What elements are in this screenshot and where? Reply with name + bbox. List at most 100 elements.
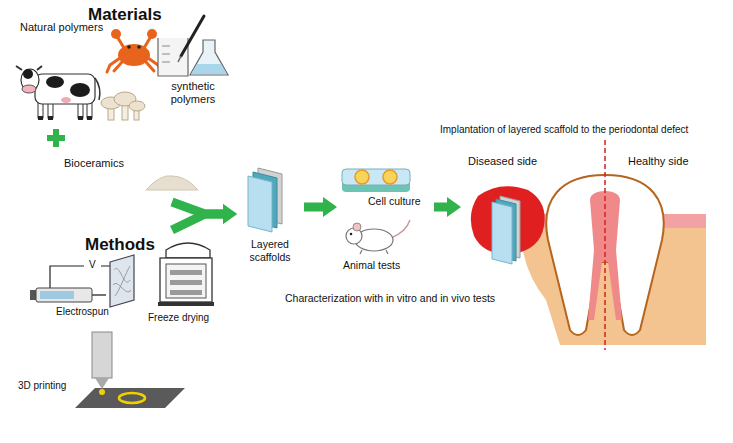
labware-figure-part [190, 40, 228, 75]
crab-figure-part [127, 45, 131, 49]
printer-figure-part [119, 393, 145, 403]
printer-figure-part [75, 388, 185, 408]
flow-arrow [304, 197, 337, 217]
freeze-dryer-figure-part [158, 302, 214, 306]
tooth-figure-part [492, 202, 512, 264]
method-group: MethodsElectrospunFreeze drying 3D printi… [5, 230, 235, 438]
method-item: 3D printing [12, 328, 187, 428]
powder-figure [146, 176, 198, 190]
scaffold-figure-part [248, 176, 272, 232]
node-label: Methods [85, 235, 155, 255]
mushroom-figure-part [129, 101, 145, 111]
crab-figure-part [146, 62, 154, 71]
electrospinning-figure-part [36, 288, 92, 302]
cow-figure-part [70, 83, 90, 97]
freeze-dryer-figure-part [170, 280, 202, 285]
labware-figure-part [158, 38, 188, 76]
cow-figure [16, 66, 100, 120]
freeze-dryer-figure [158, 243, 214, 306]
cow-figure-part [61, 97, 71, 103]
test-group: Characterization with in vitro and in vi… [338, 164, 434, 276]
culture-plate-figure [342, 169, 410, 192]
side-label: Diseased side [468, 155, 537, 168]
culture-plate-figure-part [383, 170, 397, 184]
printer-figure-part [99, 389, 105, 395]
labware-figure-part [178, 56, 181, 62]
cow-figure-part [23, 69, 33, 79]
arrow-head [447, 197, 461, 217]
side-label: Healthy side [628, 155, 689, 168]
test-item: Cell culture [341, 166, 433, 210]
freeze-dryer-figure-part [170, 290, 202, 295]
plus-sign-part [53, 129, 59, 147]
culture-plate-figure-part [342, 169, 410, 185]
freeze-dryer-figure-part [166, 243, 210, 258]
culture-plate-figure-part [355, 170, 369, 184]
node-label: Natural polymers [20, 21, 103, 34]
scaffold-node: Layered scaffolds [238, 160, 304, 268]
arrow-shaft [304, 203, 325, 212]
voltage-label: V [89, 259, 96, 271]
arrow-shaft [434, 203, 449, 212]
electrospinning-figure-part [110, 255, 134, 307]
crab-figure-part [111, 29, 121, 39]
arrow-shaft [172, 214, 225, 230]
freeze-dryer-figure-part [160, 258, 212, 302]
node-label: Electrospun [56, 306, 109, 318]
method-item: Electrospun [28, 252, 148, 324]
node-label: Animal tests [343, 259, 400, 272]
printer-figure-part [95, 378, 109, 389]
tooth-figure [471, 140, 706, 350]
crab-figure-part [118, 44, 150, 66]
tooth-figure-part [604, 140, 606, 350]
scaffold-figure [248, 168, 282, 232]
label-holder: Healthy side [628, 155, 689, 168]
mouse-figure-part [360, 250, 388, 254]
flow-arrow [434, 197, 461, 217]
crab-figure [107, 29, 161, 72]
electrospinning-figure-part [92, 294, 106, 296]
crab-figure-part [137, 45, 141, 49]
mouse-figure-part [350, 233, 353, 236]
labware-figure-part [191, 64, 227, 74]
node-label: 3D printing [18, 380, 66, 392]
cow-figure-part [95, 78, 100, 100]
labware-figure [158, 16, 228, 76]
cow-figure-part [48, 116, 53, 120]
labware-figure-part [162, 46, 170, 62]
material-item: Natural polymers [8, 20, 153, 124]
node-label: Cell culture [368, 195, 421, 208]
node-label: synthetic polymers [156, 80, 230, 106]
electrospinning-figure-part [40, 291, 74, 299]
plus-sign [47, 129, 65, 147]
cow-figure-part [22, 85, 36, 93]
label-holder: Diseased side [468, 155, 537, 168]
cow-figure-part [78, 116, 83, 120]
material-group: MaterialsNatural polymerssynthetic polym… [5, 2, 235, 202]
node-label: Bioceramics [64, 157, 124, 170]
implantation-node: Implantation of layered scaffold to the … [462, 142, 724, 354]
material-item: Bioceramics [55, 148, 207, 198]
cow-figure-part [38, 116, 43, 120]
arrow-head [223, 204, 237, 224]
printer-figure-part [92, 332, 112, 378]
freeze-dryer-figure-part [166, 264, 206, 298]
node-label: Freeze drying [148, 312, 209, 324]
mouse-figure [346, 220, 410, 254]
crab-figure-part [118, 38, 124, 48]
method-item: Freeze drying [150, 238, 232, 330]
cow-figure-part [87, 116, 92, 120]
cow-figure-part [16, 66, 42, 70]
node-label: Layered scaffolds [238, 238, 302, 263]
flow-arrow [172, 204, 237, 230]
printer-figure [75, 332, 185, 408]
mouse-figure-part [391, 220, 410, 238]
mouse-figure-part [353, 223, 361, 231]
material-item: synthetic polymers [155, 20, 233, 116]
electrospinning-figure-part [30, 290, 36, 300]
electrospinning-figure [30, 255, 134, 307]
cow-figure-part [35, 74, 95, 104]
crab-figure-part [147, 29, 157, 39]
